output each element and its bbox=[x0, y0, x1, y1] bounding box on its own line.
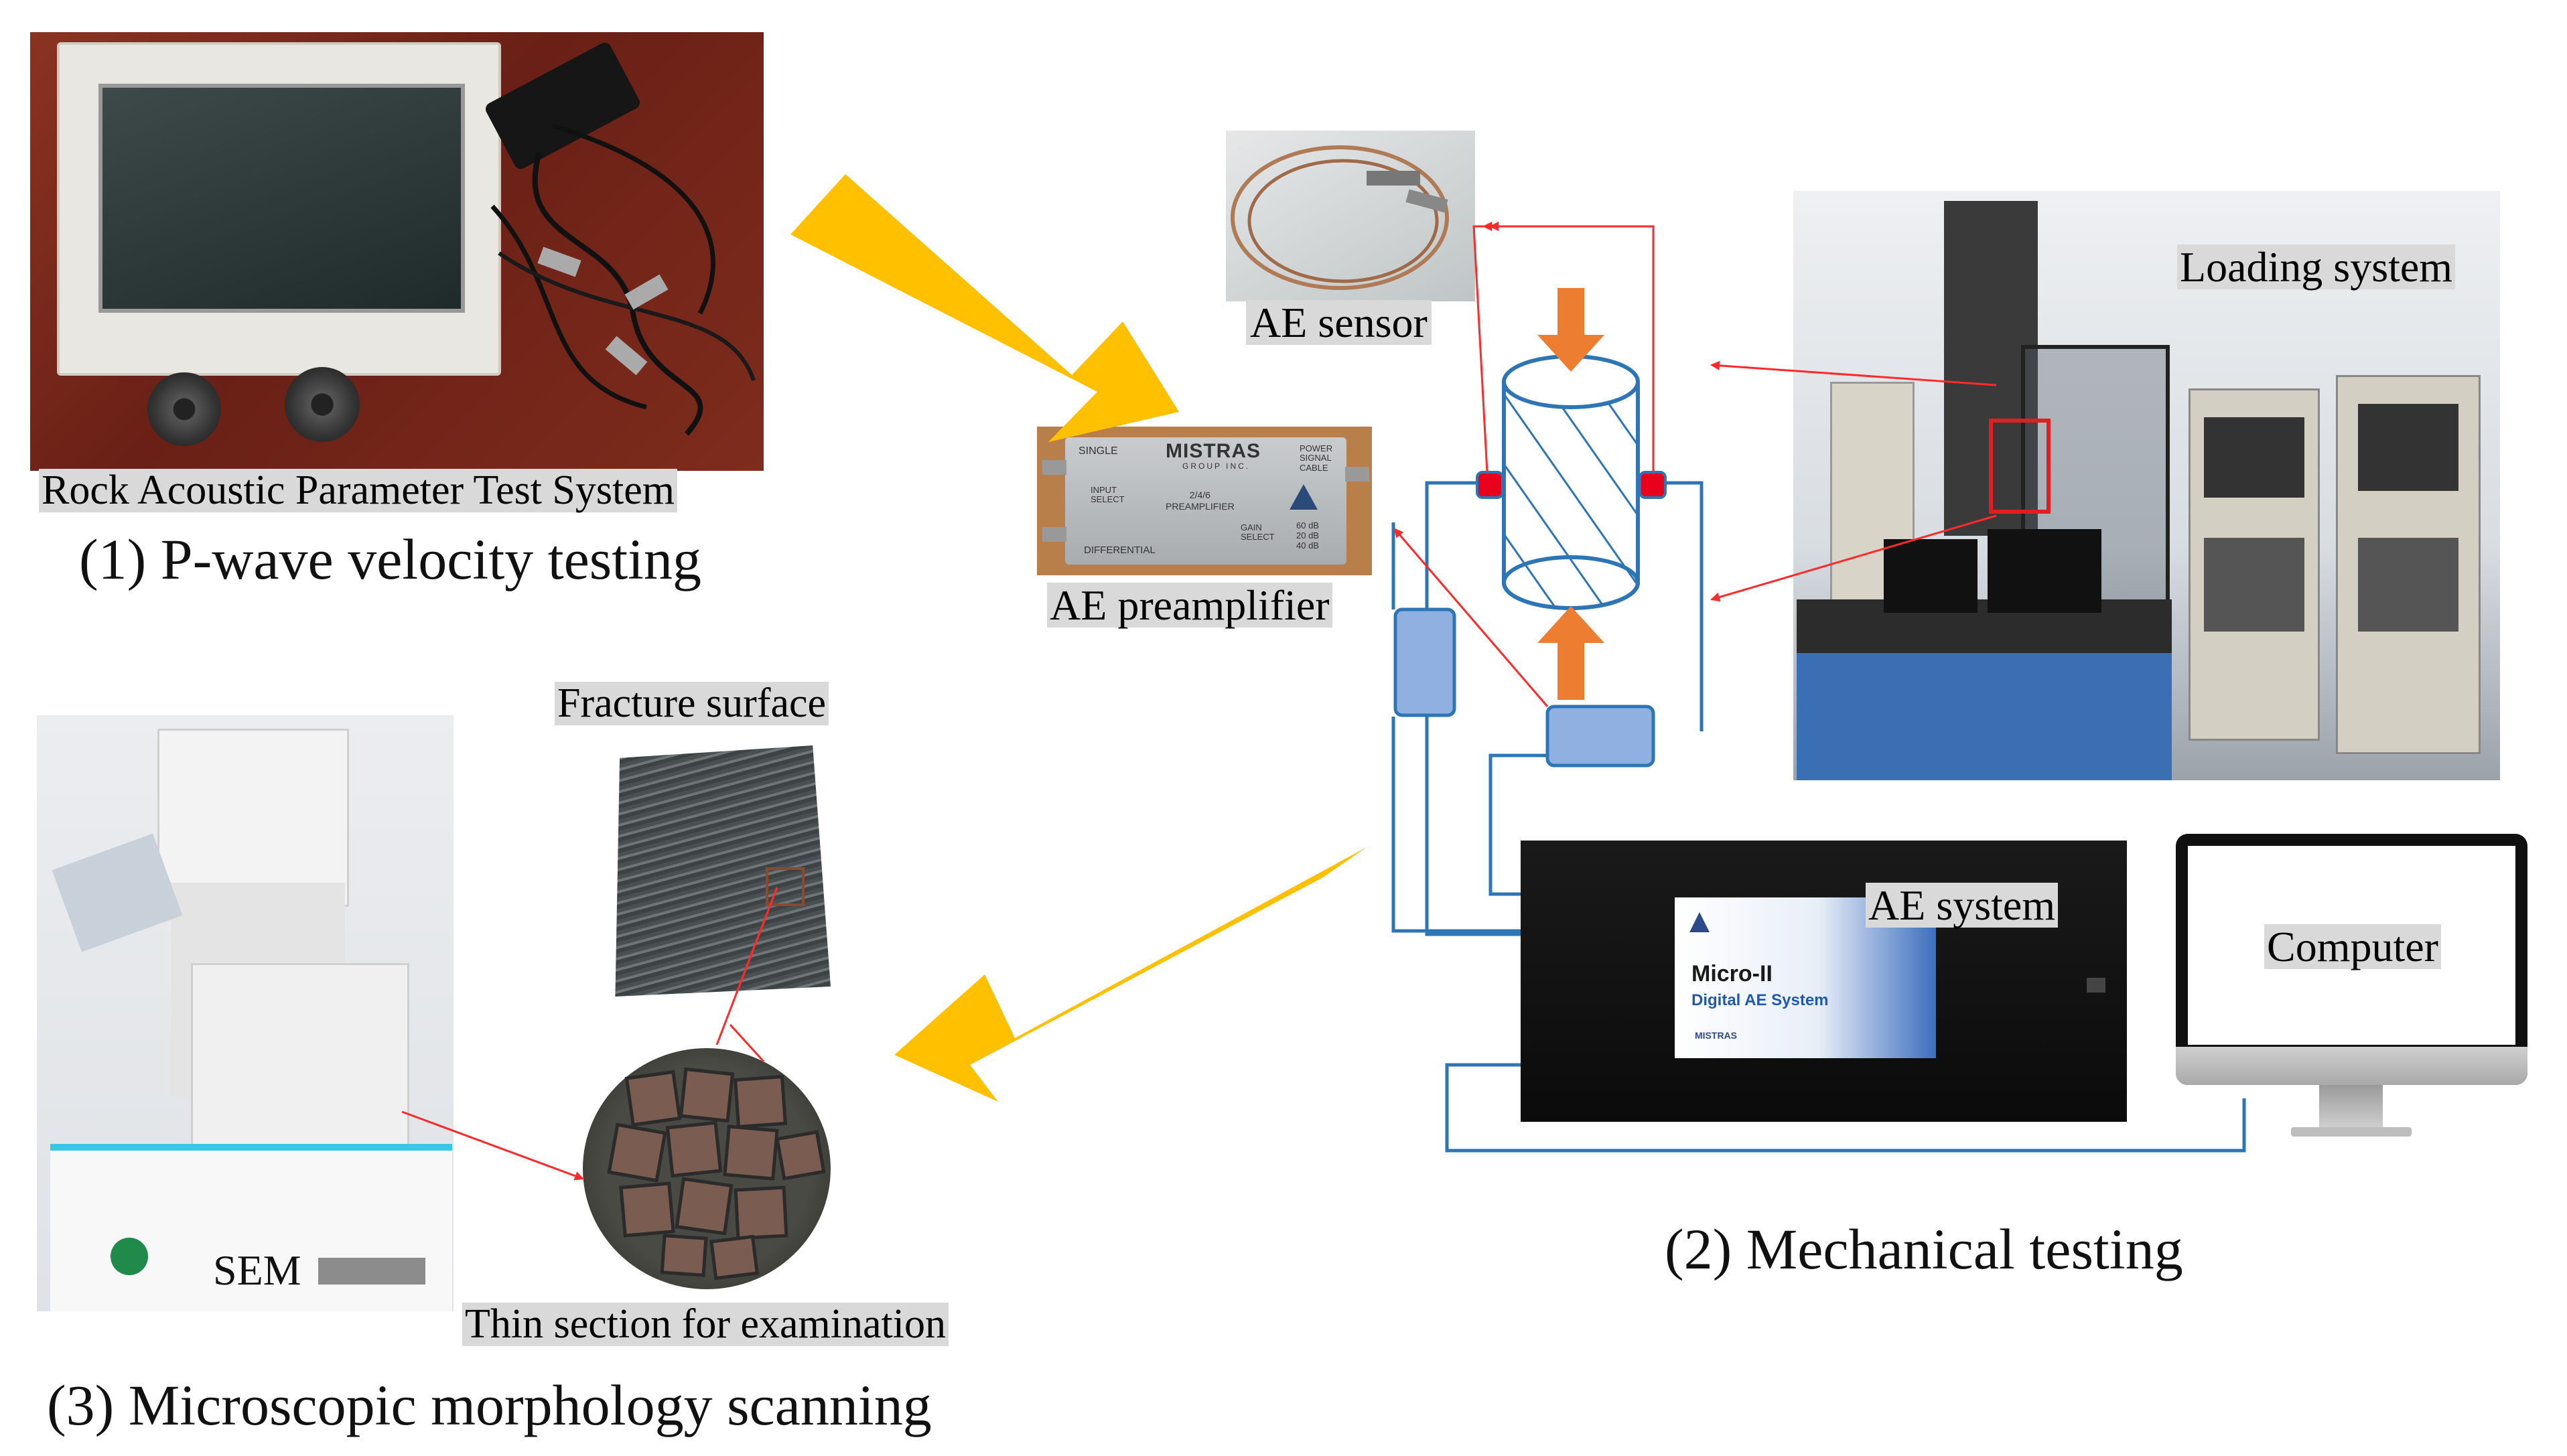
acoustic-test-system-photo bbox=[30, 32, 764, 471]
sem-label: SEM bbox=[213, 1246, 301, 1294]
preamp-gain-list: 60 dB 20 dB 40 dB bbox=[1296, 520, 1319, 551]
thin-section-chips bbox=[607, 1067, 826, 1281]
computer-label: Computer bbox=[2264, 924, 2441, 969]
ae-system-maker: MISTRAS bbox=[1695, 1030, 1737, 1041]
ae-preamplifier-label: AE preamplifier bbox=[1047, 583, 1332, 628]
microscopy-caption: (3) Microscopic morphology scanning bbox=[47, 1373, 932, 1437]
fracture-surface-photo bbox=[593, 733, 841, 1001]
preamp-brand: MISTRAS bbox=[1166, 440, 1261, 462]
sem-photo bbox=[37, 715, 454, 1311]
ae-preamplifier-photo: SINGLE MISTRAS GROUP INC. POWER SIGNAL C… bbox=[1037, 427, 1372, 575]
acoustic-test-system-label: Rock Acoustic Parameter Test System bbox=[39, 468, 678, 513]
preamp-model: 2/4/6 PREAMPLIFIER bbox=[1166, 490, 1235, 512]
sem-logo-icon bbox=[111, 1238, 148, 1275]
cables bbox=[490, 123, 756, 436]
computer-base bbox=[2291, 1127, 2412, 1137]
preamp-differential-label: DIFFERENTIAL bbox=[1084, 544, 1156, 556]
monitor-2 bbox=[1988, 529, 2101, 613]
fracture-sample-box bbox=[766, 867, 805, 906]
thin-section-photo bbox=[576, 1041, 837, 1293]
fracture-surface-label: Fracture surface bbox=[555, 681, 829, 726]
ae-system-subtitle: Digital AE System bbox=[1691, 991, 1829, 1009]
preamp-gain-select: GAIN SELECT bbox=[1241, 522, 1275, 542]
loading-system-photo bbox=[1793, 191, 2500, 780]
preamp-block bbox=[1393, 607, 1456, 717]
specimen-highlight bbox=[1989, 419, 2051, 514]
ae-system-label: AE system bbox=[1866, 883, 2059, 928]
preamp-body: SINGLE MISTRAS GROUP INC. POWER SIGNAL C… bbox=[1065, 437, 1346, 565]
ae-sensor-label: AE sensor bbox=[1246, 300, 1432, 345]
loading-system-label: Loading system bbox=[2177, 244, 2456, 289]
control-cabinet-mid bbox=[2189, 388, 2320, 741]
computer-stand bbox=[2319, 1085, 2383, 1129]
ae-sensor-right-marker bbox=[1639, 471, 1667, 499]
fracture-rock bbox=[615, 745, 831, 997]
preamp-brand-sub: GROUP INC. bbox=[1182, 461, 1251, 471]
monitor bbox=[1884, 539, 1978, 613]
pointer-lines bbox=[401, 222, 1997, 1181]
preamp-power-label: POWER SIGNAL CABLE bbox=[1300, 443, 1333, 473]
ae-sensor-photo bbox=[1226, 131, 1475, 301]
load-arrow-top bbox=[1537, 288, 1604, 372]
preamp-input-select: INPUT SELECT bbox=[1091, 485, 1125, 505]
load-arrow-bottom bbox=[1537, 606, 1604, 700]
transducer-right bbox=[285, 367, 360, 442]
preamp-single-label: SINGLE bbox=[1079, 445, 1118, 457]
rock-specimen bbox=[1502, 354, 1640, 610]
flow-arrow-pwave-to-mechanical bbox=[790, 174, 1179, 442]
thin-section-label: Thin section for examination bbox=[462, 1302, 949, 1347]
flow-arrow-mechanical-to-microscopy bbox=[894, 847, 1367, 1102]
transducer-left bbox=[147, 372, 221, 446]
instrument-screen bbox=[98, 84, 465, 313]
coupler-block bbox=[1545, 705, 1655, 768]
mechanical-caption: (2) Mechanical testing bbox=[1665, 1217, 2183, 1281]
pwave-caption: (1) P-wave velocity testing bbox=[79, 527, 702, 591]
ae-system-model: Micro-II bbox=[1691, 961, 1773, 987]
computer-monitor bbox=[2176, 834, 2527, 1085]
ae-sensor-left-marker bbox=[1476, 471, 1504, 499]
instrument-panel bbox=[57, 42, 501, 376]
control-cabinet-right bbox=[2336, 375, 2481, 754]
